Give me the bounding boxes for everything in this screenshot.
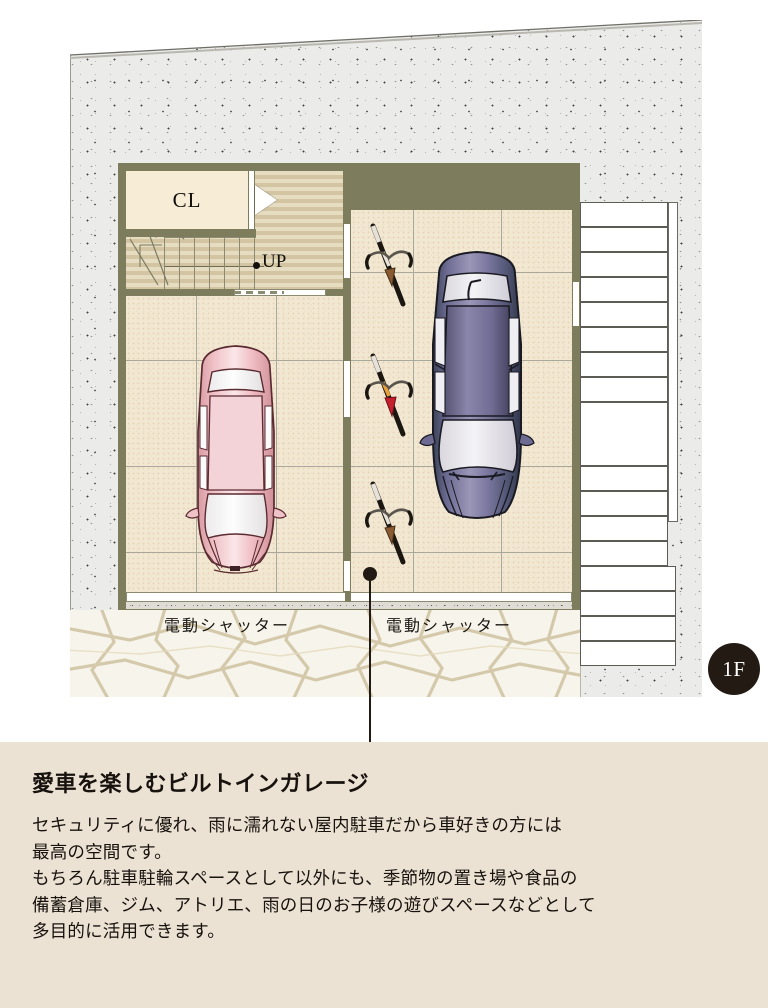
car-pink — [185, 345, 287, 574]
wall-opening-1 — [343, 223, 351, 279]
exterior-stair — [580, 202, 678, 666]
closet-partition-wall — [126, 229, 256, 237]
stair-up-dot-icon — [253, 262, 260, 269]
closet-door-jamb — [248, 171, 255, 229]
shutter-label-left: 電動シャッター — [164, 618, 291, 635]
wall-opening-3 — [343, 560, 351, 592]
caption-body-line-1: セキュリティに優れ、雨に濡れない屋内駐車だから車好きの方には — [32, 815, 563, 835]
caption-body-line-3: もちろん駐車駐輪スペースとして以外にも、季節物の置き場や食品の — [32, 868, 578, 889]
caption-body-line-2: 最高の空間です。 — [32, 841, 172, 862]
stair-stringer-top — [164, 237, 256, 238]
callout-leader-line — [369, 581, 371, 767]
caption-panel: 愛車を楽しむビルトインガレージ セキュリティに優れ、雨に濡れない屋内駐車だから車… — [0, 742, 768, 1008]
garage-bay-right — [351, 210, 572, 592]
stair-and-closet-room: CL UP — [126, 171, 343, 289]
closet-door-swing-icon — [255, 185, 277, 215]
interior-doorway-dash — [234, 291, 284, 294]
caption-body-line-5: 多目的に活用できます。 — [32, 921, 225, 942]
car-purple — [419, 250, 535, 519]
caption-body-line-4: 備蓄倉庫、ジム、アトリエ、雨の日のお子様の遊びスペースなどとして — [32, 894, 596, 915]
shutter-threshold-strip — [126, 602, 572, 609]
bicycle-1 — [365, 223, 413, 307]
shutter-divider — [345, 592, 351, 602]
building-footprint: CL UP — [118, 163, 580, 610]
callout-dot-icon — [363, 567, 377, 581]
stair-handrail — [164, 266, 264, 267]
caption-title: 愛車を楽しむビルトインガレージ — [32, 771, 370, 796]
stair-break-symbol — [129, 224, 185, 286]
bicycle-3 — [365, 481, 413, 565]
wall-opening-right — [572, 281, 580, 327]
stair-up-label: UP — [262, 251, 287, 272]
closet-label: CL — [172, 187, 202, 212]
floor-badge: 1F — [708, 643, 760, 695]
bicycle-2 — [365, 353, 413, 437]
exterior-stair-rail — [668, 202, 678, 522]
closet-area — [126, 171, 248, 229]
stone-paving-apron — [70, 610, 581, 697]
shutter-label-right: 電動シャッター — [386, 618, 513, 635]
garage-bay-left — [126, 296, 343, 592]
floorplan-figure: CL UP — [70, 20, 760, 767]
wall-opening-2 — [343, 360, 351, 418]
